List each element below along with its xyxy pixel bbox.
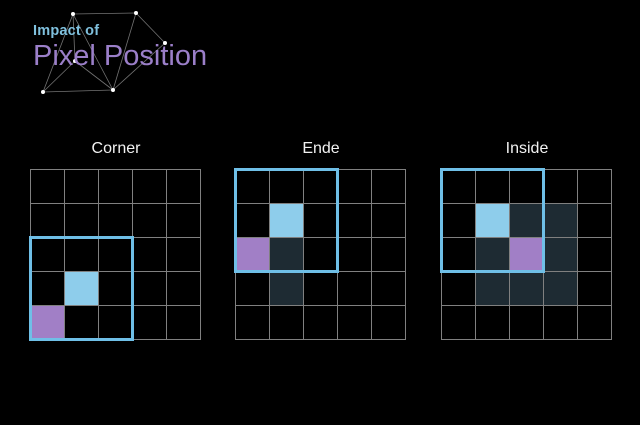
pixel-grid-ende: [234, 168, 406, 340]
grid-cell: [577, 305, 611, 339]
grid-cell: [371, 271, 405, 305]
grid-cell: [303, 305, 337, 339]
grid-label: Ende: [302, 140, 340, 157]
grid-cell: [337, 271, 371, 305]
grid-section-ende: Ende: [234, 139, 407, 340]
grid-section-inside: Inside: [440, 139, 613, 340]
grid-cell: [166, 169, 200, 203]
grid-cell: [475, 271, 509, 305]
grid-cell: [132, 237, 166, 271]
grid-cell: [543, 305, 577, 339]
grid-cell: [371, 169, 405, 203]
grid-cell: [30, 203, 64, 237]
grid-cell: [303, 203, 337, 237]
grid-cell: [30, 271, 64, 305]
grid-cell: [543, 237, 577, 271]
grid-cell: [303, 169, 337, 203]
grid-cell: [371, 203, 405, 237]
grid-cell: [577, 203, 611, 237]
grid-cell: [98, 271, 132, 305]
grid-label: Corner: [91, 140, 141, 157]
grid-cell: [337, 169, 371, 203]
grid-cell: [543, 169, 577, 203]
grid-cell: [543, 271, 577, 305]
grid-cell: [269, 271, 303, 305]
grid-cell: [337, 305, 371, 339]
grid-cell: [166, 237, 200, 271]
grid-cell: [166, 271, 200, 305]
grid-cell: [235, 271, 269, 305]
grid-cell: [475, 203, 509, 237]
grid-cell: [132, 271, 166, 305]
grid-cell: [509, 271, 543, 305]
grid-cell: [475, 237, 509, 271]
grid-cell: [269, 203, 303, 237]
grid-cell: [441, 271, 475, 305]
grid-cell: [235, 203, 269, 237]
grid-cell: [441, 305, 475, 339]
grid-cell: [475, 169, 509, 203]
grid-cell: [166, 203, 200, 237]
grid-cell: [98, 169, 132, 203]
grid-cell: [132, 305, 166, 339]
grid-cell: [577, 237, 611, 271]
grid-section-corner: Corner: [29, 139, 202, 341]
title-kicker: Impact of: [33, 23, 100, 39]
grid-cell: [371, 305, 405, 339]
grid-cell: [235, 169, 269, 203]
grid-cell: [64, 271, 98, 305]
grid-cell: [371, 237, 405, 271]
grid-cell: [64, 169, 98, 203]
grid-cell: [30, 169, 64, 203]
grid-cell: [577, 271, 611, 305]
grid-cell: [543, 203, 577, 237]
grid-cell: [509, 169, 543, 203]
grid-cell: [98, 305, 132, 339]
constellation-graphic: [41, 11, 167, 94]
grid-cell: [166, 305, 200, 339]
grid-cell: [132, 169, 166, 203]
grid-cell: [509, 237, 543, 271]
grid-cell: [441, 169, 475, 203]
grid-cell: [132, 203, 166, 237]
grid-cell: [509, 305, 543, 339]
grid-cell: [475, 305, 509, 339]
grid-cell: [303, 271, 337, 305]
grid-cell: [337, 203, 371, 237]
grid-label: Inside: [505, 140, 549, 157]
grid-cell: [30, 237, 64, 271]
title-block: Impact of Pixel Position: [33, 23, 207, 72]
grid-cell: [269, 305, 303, 339]
grid-cell: [30, 305, 64, 339]
grid-cell: [64, 203, 98, 237]
grid-cell: [269, 169, 303, 203]
pixel-grid-inside: [440, 168, 612, 340]
grid-cell: [303, 237, 337, 271]
pixel-grid-corner: [29, 169, 201, 341]
grid-cell: [509, 203, 543, 237]
grid-cell: [337, 237, 371, 271]
grid-cell: [577, 169, 611, 203]
page-title: Pixel Position: [33, 40, 208, 72]
grid-cell: [235, 305, 269, 339]
grid-cell: [441, 237, 475, 271]
grid-cell: [98, 203, 132, 237]
grid-cell: [64, 237, 98, 271]
grid-cell: [98, 237, 132, 271]
grid-cell: [64, 305, 98, 339]
grid-cell: [269, 237, 303, 271]
grid-cell: [235, 237, 269, 271]
grid-cell: [441, 203, 475, 237]
